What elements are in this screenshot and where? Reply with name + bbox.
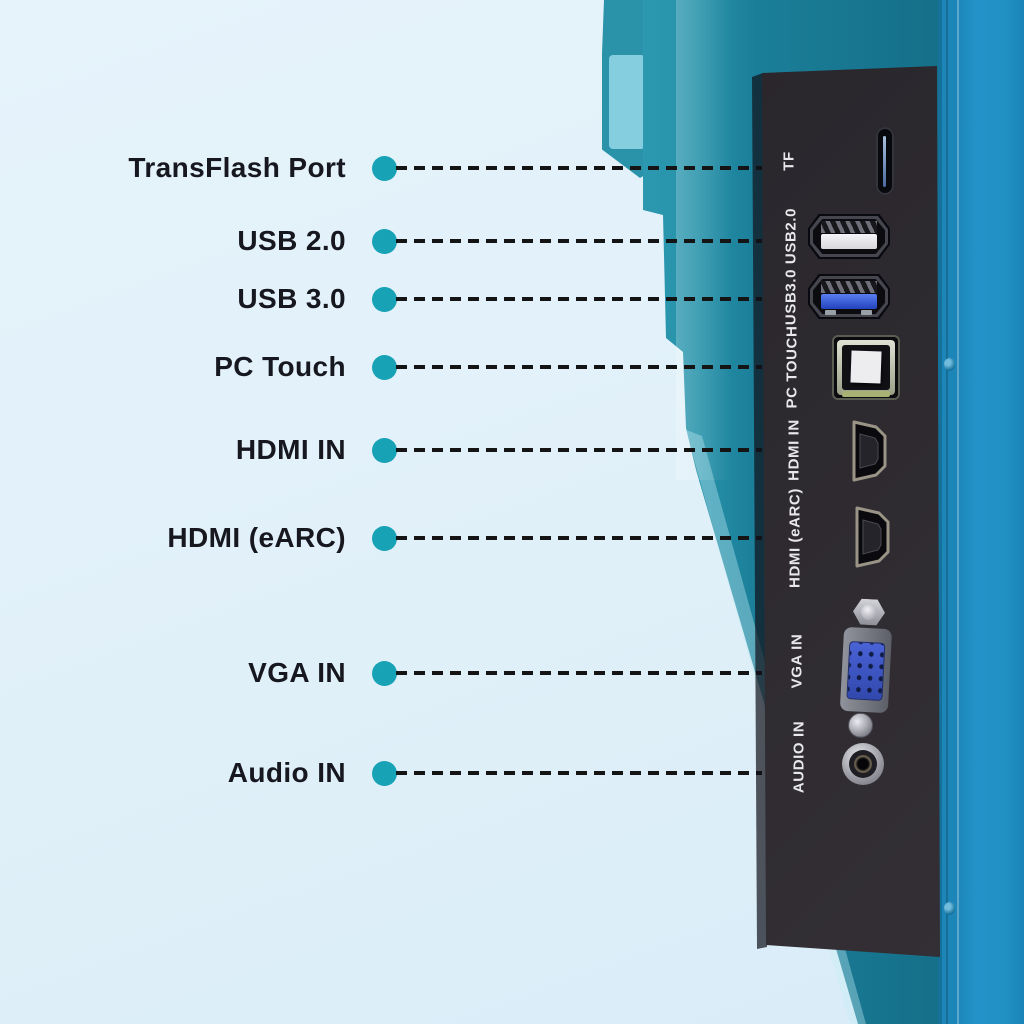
display-side-frame (938, 0, 1024, 1024)
callout-label-transflash: TransFlash Port (128, 152, 346, 183)
callout-leader-line (396, 166, 762, 170)
callout-label-usb2: USB 2.0 (237, 225, 346, 256)
vga-port-icon (830, 594, 902, 743)
screw-icon (944, 902, 955, 915)
callout-dot (372, 661, 397, 686)
usb-a-2-port-icon (808, 214, 890, 259)
frame-seam (946, 0, 948, 1024)
hdmi-port-icon (852, 420, 887, 482)
callout-dot (372, 438, 397, 463)
callout-leader-line (396, 239, 762, 243)
callout-label-audio: Audio IN (227, 757, 346, 788)
tf-card-slot-icon (876, 127, 894, 195)
callout-label-vga: VGA IN (248, 657, 346, 688)
callout-label-usb3: USB 3.0 (237, 283, 346, 314)
frame-seam (957, 0, 959, 1024)
callout-dot (372, 355, 397, 380)
callout-leader-line (396, 297, 762, 301)
callout-dot (372, 287, 397, 312)
usb-a-3-port-icon (808, 274, 890, 319)
hdmi-port-icon (855, 506, 890, 568)
callout-leader-line (396, 365, 762, 369)
callout-dot (372, 156, 397, 181)
callout-dot (372, 229, 397, 254)
callout-dot (372, 526, 397, 551)
callout-label-hdmi-earc: HDMI (eARC) (167, 522, 346, 553)
usb-b-port-icon (832, 335, 900, 400)
mount-bracket-highlight (609, 55, 645, 149)
callout-label-hdmi-in: HDMI IN (235, 434, 346, 465)
callout-leader-line (396, 771, 762, 775)
screw-icon (944, 358, 955, 371)
callout-leader-line (396, 536, 762, 540)
callout-leader-line (396, 448, 762, 452)
callout-dot (372, 761, 397, 786)
callout-leader-line (396, 671, 762, 675)
callout-label-pctouch: PC Touch (214, 351, 346, 382)
audio-jack-icon (842, 743, 884, 785)
